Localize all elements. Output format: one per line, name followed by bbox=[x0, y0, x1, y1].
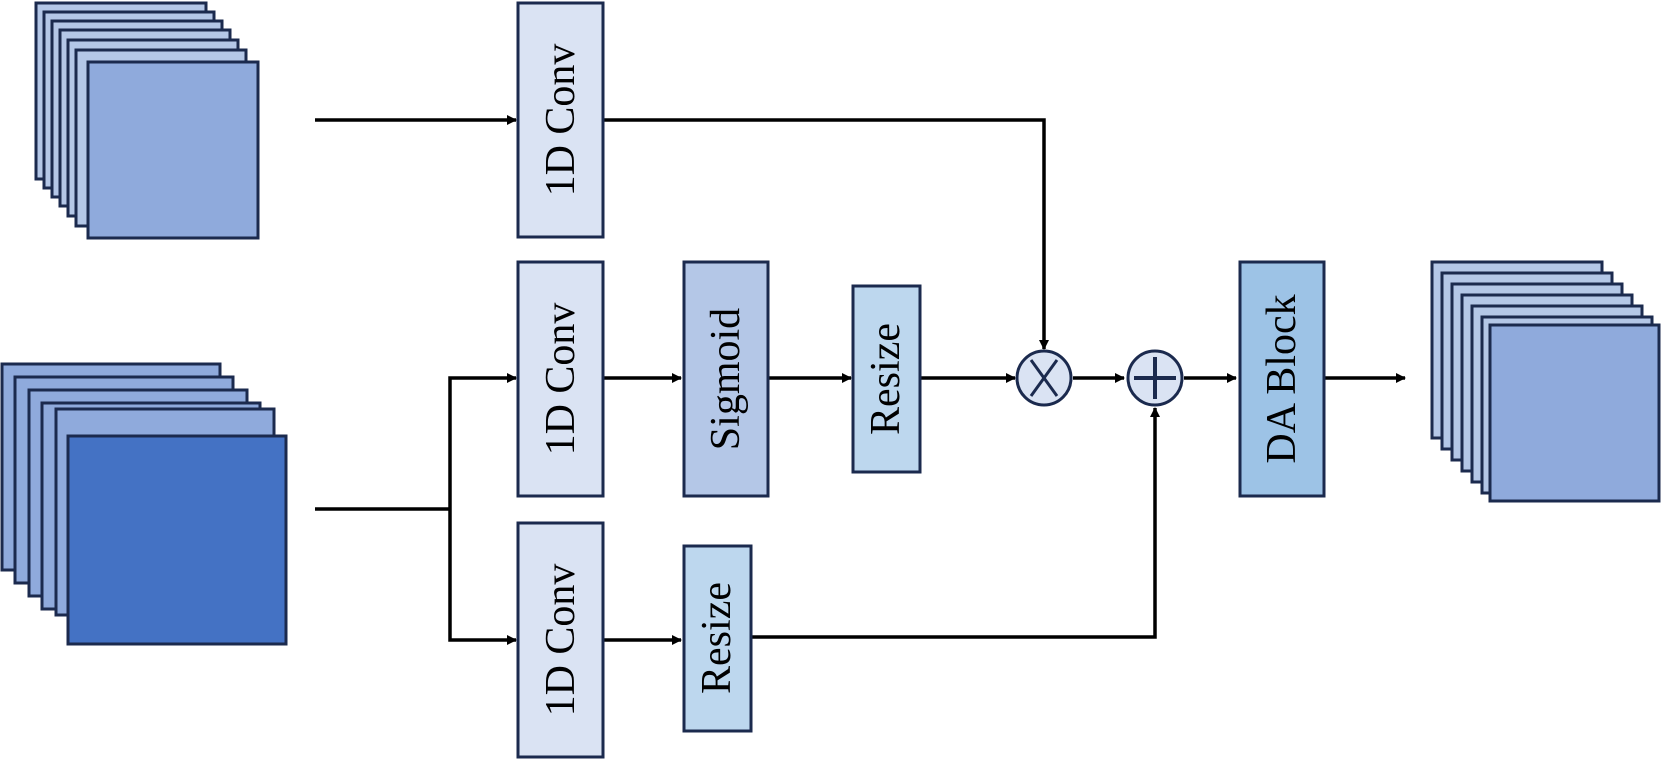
sigmoid-block: Sigmoid bbox=[682, 260, 770, 498]
input-bottom-feature-map-stack bbox=[0, 362, 288, 646]
da-block-label: DA Block bbox=[1259, 294, 1305, 463]
conv-mid-label: 1D Conv bbox=[538, 303, 584, 456]
resize-bot-block: Resize bbox=[682, 544, 753, 733]
connectors bbox=[315, 115, 1406, 645]
arrow-resize-bot-to-add bbox=[751, 407, 1160, 639]
output-feature-map-stack bbox=[1430, 260, 1661, 503]
resize-mid-label: Resize bbox=[863, 323, 909, 435]
conv-top-label: 1D Conv bbox=[538, 44, 584, 197]
resize-bot-label: Resize bbox=[694, 582, 740, 694]
resize-mid-block: Resize bbox=[851, 284, 922, 474]
arrow-branch-to-conv-mid bbox=[448, 373, 517, 509]
conv-bot-label: 1D Conv bbox=[538, 564, 584, 717]
conv-bot-block: 1D Conv bbox=[516, 521, 605, 759]
conv-top-block: 1D Conv bbox=[516, 1, 605, 239]
multiply-icon bbox=[1015, 349, 1073, 407]
da-block: DA Block bbox=[1238, 260, 1326, 498]
plus-icon bbox=[1126, 349, 1184, 407]
arrow-conv-top-to-multiply bbox=[603, 118, 1049, 350]
input-top-feature-map-stack bbox=[34, 1, 260, 240]
arrow-branch-to-conv-bot bbox=[448, 509, 517, 645]
sigmoid-label: Sigmoid bbox=[703, 308, 749, 450]
conv-mid-block: 1D Conv bbox=[516, 260, 605, 498]
